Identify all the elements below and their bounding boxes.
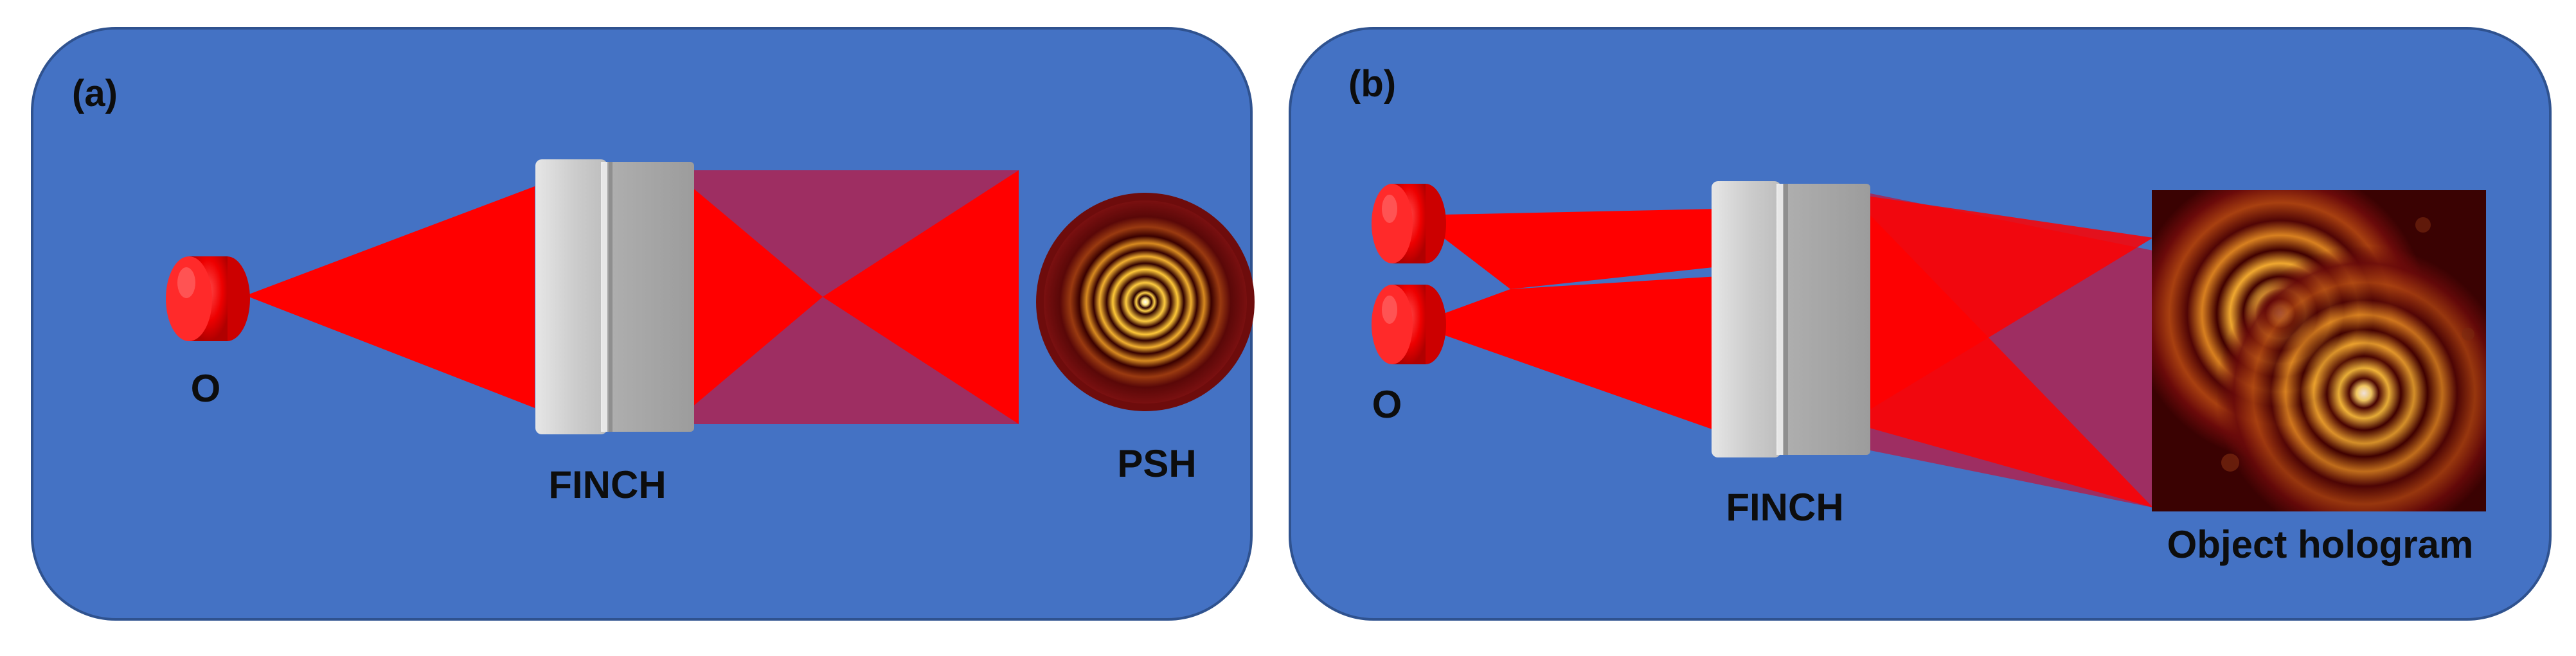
panel-b-finch-label: FINCH bbox=[1726, 486, 1843, 529]
panel-b: (b) bbox=[1289, 27, 2552, 621]
panel-a-point-object bbox=[166, 256, 250, 341]
panel-a-object-label: O bbox=[191, 367, 221, 410]
panel-b-output-label: Object hologram bbox=[2167, 523, 2474, 566]
panel-b-finch-device bbox=[1712, 181, 1870, 457]
panel-b-letter: (b) bbox=[1348, 63, 1396, 105]
panel-b-lower-input-cone bbox=[1414, 276, 1719, 432]
panel-a-finch-device bbox=[535, 159, 694, 434]
panel-a-output-label: PSH bbox=[1117, 442, 1196, 485]
panel-a-finch-label: FINCH bbox=[548, 463, 666, 506]
panel-b-object-label: O bbox=[1372, 383, 1402, 426]
panel-b-point-object-lower bbox=[1372, 285, 1446, 364]
panel-b-upper-input-cone bbox=[1414, 209, 1719, 289]
panel-a-input-cone bbox=[246, 186, 535, 408]
panel-a: (a) O FINCH PSH bbox=[31, 27, 1255, 621]
panel-a-converging-cone bbox=[691, 186, 823, 408]
panel-b-point-object-upper bbox=[1372, 184, 1446, 263]
panel-a-letter: (a) bbox=[72, 73, 118, 114]
panel-b-object-hologram bbox=[2152, 190, 2486, 511]
panel-a-psh-hologram bbox=[1036, 193, 1255, 411]
panel-a-diverging-cone bbox=[823, 170, 1019, 424]
panel-b-beam-lower bbox=[1867, 212, 2153, 508]
